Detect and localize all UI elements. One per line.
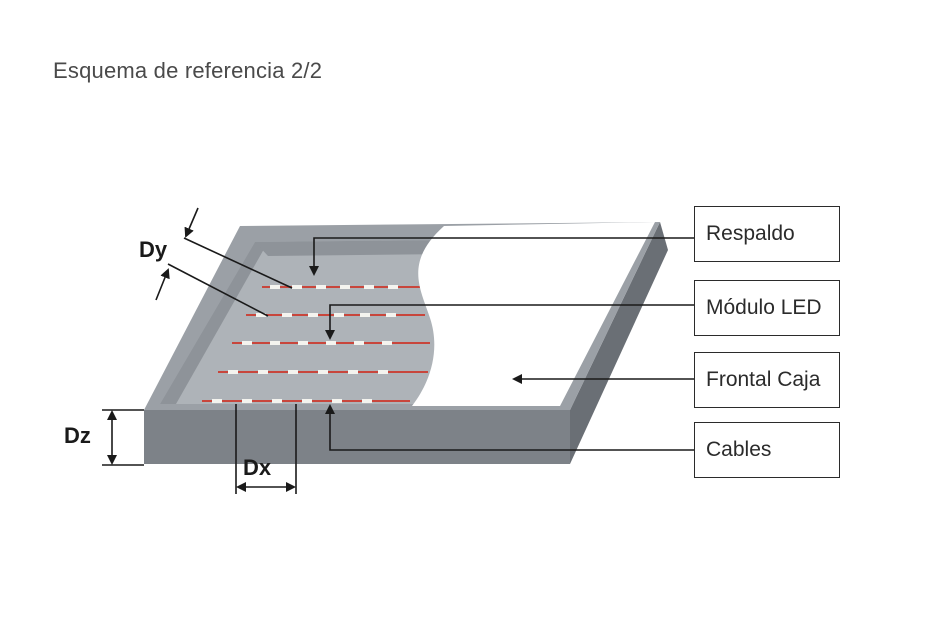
box-right-face [570, 222, 668, 464]
callout-frontal-caja-label: Frontal Caja [706, 368, 821, 391]
box-inner-wall-left [160, 242, 268, 404]
callout-cables-label: Cables [706, 438, 772, 461]
callout-modulo-led-label: Módulo LED [706, 296, 822, 319]
label-dx: Dx [243, 455, 272, 480]
led-strip [218, 370, 428, 374]
leader-modulo-led [325, 304, 694, 340]
label-dz: Dz [64, 423, 91, 448]
led-strips [202, 285, 430, 403]
callout-respaldo: Respaldo [694, 206, 840, 262]
dimension-dx [235, 404, 297, 494]
dimension-dz [102, 409, 144, 466]
box-front-face [144, 410, 570, 464]
callout-cables: Cables [694, 422, 840, 478]
callout-frontal-caja: Frontal Caja [694, 352, 840, 408]
callout-modulo-led: Módulo LED [694, 280, 840, 336]
leader-cables [325, 404, 694, 451]
page-title: Esquema de referencia 2/2 [53, 58, 323, 83]
dimension-dy [155, 207, 293, 317]
front-cover [412, 222, 655, 406]
led-strip [246, 313, 425, 317]
led-strip [202, 399, 410, 403]
leader-respaldo [309, 237, 694, 276]
callout-respaldo-label: Respaldo [706, 222, 795, 245]
led-strip [232, 341, 430, 345]
label-dy: Dy [139, 237, 168, 262]
